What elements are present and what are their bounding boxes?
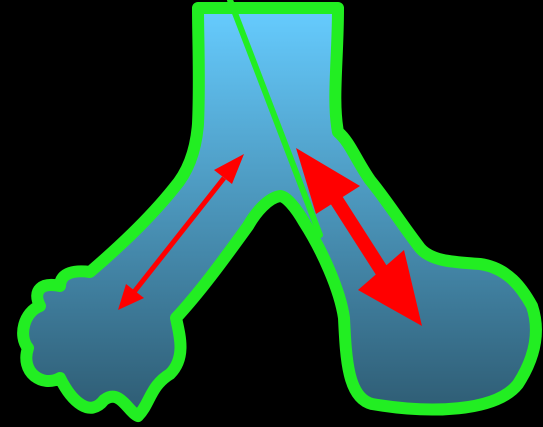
bronchial-tree-diagram xyxy=(0,0,543,427)
